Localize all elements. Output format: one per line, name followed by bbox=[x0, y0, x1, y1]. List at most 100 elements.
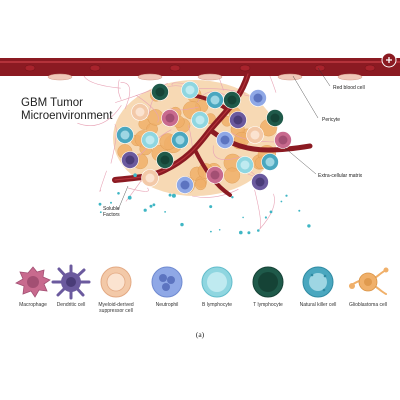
nk-cell-icon bbox=[302, 266, 334, 298]
ecm-fiber bbox=[120, 82, 131, 110]
legend-item-dendritic-cell: Dendritic cell bbox=[41, 256, 101, 326]
macrophage-cell bbox=[206, 166, 224, 184]
soluble-factor-dot bbox=[218, 229, 221, 231]
immune-cells bbox=[116, 81, 292, 194]
soluble-factor-dot bbox=[209, 205, 213, 209]
callout-red-blood-cell: Red blood cell bbox=[333, 85, 365, 91]
title-line-1: GBM Tumor bbox=[21, 97, 83, 109]
soluble-factor-dot bbox=[231, 196, 234, 199]
soluble-factor-dot bbox=[298, 209, 301, 212]
soluble-factors-line-2: Factors bbox=[103, 212, 120, 218]
ecm-fiber bbox=[77, 105, 122, 126]
diagram-title: GBM Tumor Microenvironment bbox=[21, 97, 112, 123]
b-lymphocyte-cell bbox=[141, 131, 159, 149]
legend-item-glioblastoma-cell: Glioblastoma cell bbox=[338, 256, 398, 326]
expand-icon[interactable] bbox=[381, 52, 397, 68]
legend-label: Natural killer cell bbox=[299, 302, 337, 308]
mdsc-cell bbox=[141, 169, 159, 187]
ecm-fiber bbox=[117, 79, 122, 100]
soluble-factor-dot bbox=[168, 193, 172, 197]
dendritic-cell-cell bbox=[121, 151, 139, 169]
soluble-factor-dot bbox=[242, 216, 244, 219]
soluble-factors-line-1: Soluble bbox=[103, 206, 120, 212]
mdsc-cell bbox=[246, 126, 264, 144]
t-lymphocyte-icon bbox=[252, 266, 284, 298]
dendritic-cell-cell bbox=[251, 173, 269, 191]
t-lymphocyte-cell bbox=[156, 151, 174, 169]
mdsc-icon bbox=[100, 266, 132, 298]
soluble-factor-dot bbox=[127, 195, 132, 200]
ecm-fiber bbox=[259, 193, 275, 230]
soluble-factor-dot bbox=[98, 202, 102, 206]
soluble-factor-dot bbox=[269, 210, 273, 214]
nk-cell-cell bbox=[116, 126, 134, 144]
soluble-factor-dot bbox=[239, 230, 243, 235]
ecm-fiber bbox=[135, 94, 159, 123]
ecm-fiber bbox=[127, 187, 149, 192]
legend-item-mdsc: Myeloid-derived suppressor cell bbox=[86, 256, 146, 326]
b-lymphocyte-cell bbox=[236, 156, 254, 174]
ecm-fiber bbox=[170, 106, 199, 111]
dendritic-cell-cell bbox=[229, 111, 247, 129]
red-blood-cell bbox=[169, 64, 181, 72]
b-lymphocyte-icon bbox=[201, 266, 233, 298]
b-lymphocyte-cell bbox=[181, 81, 199, 99]
macrophage-cell bbox=[161, 109, 179, 127]
soluble-factor-dot bbox=[171, 193, 176, 198]
callout-extracellular-matrix: Extra-cellular matrix bbox=[318, 173, 363, 179]
legend-item-macrophage: Macrophage bbox=[3, 256, 63, 326]
legend-item-nk-cell: Natural killer cell bbox=[288, 256, 348, 326]
soluble-factor-dot bbox=[180, 222, 184, 227]
macrophage-icon bbox=[15, 266, 51, 298]
ecm-fiber bbox=[188, 125, 194, 158]
ecm-fiber bbox=[254, 189, 261, 230]
figure-caption: (a) bbox=[195, 330, 205, 339]
soluble-factor-dot bbox=[110, 201, 112, 204]
legend-label: T lymphocyte bbox=[253, 302, 283, 308]
soluble-factor-dot bbox=[152, 203, 156, 207]
t-lymphocyte-cell bbox=[151, 83, 169, 101]
legend-label: B lymphocyte bbox=[201, 302, 232, 308]
dendritic-cell-icon bbox=[51, 264, 91, 300]
red-blood-cell bbox=[89, 64, 101, 72]
soluble-factor-dot bbox=[280, 200, 283, 203]
neutrophil-cell bbox=[249, 89, 267, 107]
legend-label: Neutrophil bbox=[155, 302, 179, 308]
t-lymphocyte-cell bbox=[266, 109, 284, 127]
t-lymphocyte-cell bbox=[223, 91, 241, 109]
nk-cell-cell bbox=[171, 131, 189, 149]
soluble-factor-dot bbox=[143, 208, 147, 212]
mdsc-cell bbox=[131, 103, 149, 121]
soluble-factor-dot bbox=[117, 192, 120, 195]
legend-item-neutrophil: Neutrophil bbox=[137, 256, 197, 326]
macrophage-cell bbox=[274, 131, 292, 149]
ecm-fiber bbox=[99, 170, 107, 192]
glioblastoma-cell bbox=[224, 167, 241, 184]
red-blood-cell bbox=[364, 64, 376, 72]
legend-item-t-lymphocyte: T lymphocyte bbox=[238, 256, 298, 326]
red-blood-cell bbox=[24, 64, 36, 72]
legend-label: Macrophage bbox=[19, 302, 47, 308]
legend-label: Myeloid-derived suppressor cell bbox=[98, 302, 134, 314]
soluble-factor-dot bbox=[99, 211, 102, 214]
b-lymphocyte-cell bbox=[191, 111, 209, 129]
callout-pericyte: Pericyte bbox=[322, 117, 341, 123]
soluble-factor-dot bbox=[285, 194, 288, 197]
legend-label: Glioblastoma cell bbox=[348, 302, 388, 308]
blood-vessel bbox=[0, 58, 400, 81]
soluble-factor-dot bbox=[307, 224, 311, 228]
neutrophil-cell bbox=[176, 176, 194, 194]
red-blood-cell bbox=[314, 64, 326, 72]
neutrophil-icon bbox=[151, 266, 183, 298]
callout-soluble-factors: Soluble Factors bbox=[103, 206, 120, 218]
ecm-fiber bbox=[212, 145, 242, 160]
nk-cell-cell bbox=[261, 153, 279, 171]
soluble-factor-dot bbox=[264, 216, 267, 219]
callout-lines bbox=[117, 67, 331, 211]
soluble-factor-dot bbox=[164, 211, 167, 213]
glioblastoma-cell bbox=[194, 178, 207, 191]
soluble-factor-dot bbox=[133, 173, 137, 177]
ecm-fiber bbox=[110, 124, 117, 164]
pericytes bbox=[47, 73, 363, 81]
